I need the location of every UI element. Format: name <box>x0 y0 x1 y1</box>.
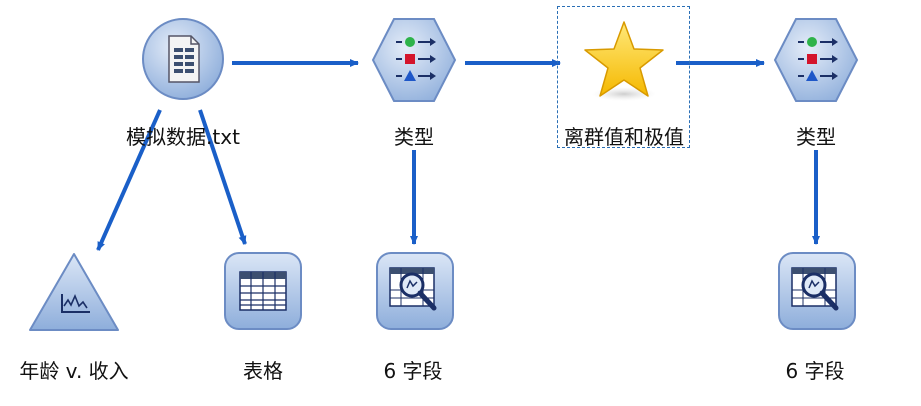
node-type-2[interactable] <box>770 14 862 106</box>
node-plot-label: 年龄 v. 收入 <box>19 359 129 383</box>
node-audit-1[interactable] <box>374 250 456 332</box>
data-audit-icon <box>376 252 454 330</box>
node-audit-2-label: 6 字段 <box>785 359 845 383</box>
type-fields-icon <box>773 18 859 102</box>
document-icon <box>142 18 224 100</box>
node-plot[interactable] <box>26 250 122 334</box>
node-source-label: 模拟数据.txt <box>126 125 240 149</box>
type-fields-icon <box>371 18 457 102</box>
link-source-to-plot <box>96 109 162 251</box>
node-type-1[interactable] <box>368 14 460 106</box>
star-icon <box>584 21 664 101</box>
data-audit-icon <box>778 252 856 330</box>
node-audit-1-label: 6 字段 <box>383 359 443 383</box>
node-table[interactable] <box>222 250 304 332</box>
node-outlier-label: 离群值和极值 <box>564 125 684 149</box>
node-outlier[interactable] <box>579 16 669 106</box>
selection-box <box>557 6 690 148</box>
table-icon <box>224 252 302 330</box>
link-source-to-table <box>198 109 247 245</box>
node-type-1-label: 类型 <box>394 125 434 149</box>
node-source[interactable] <box>140 16 226 102</box>
node-audit-2[interactable] <box>776 250 858 332</box>
node-type-2-label: 类型 <box>796 125 836 149</box>
node-table-label: 表格 <box>243 359 283 383</box>
plot-icon <box>29 253 119 331</box>
